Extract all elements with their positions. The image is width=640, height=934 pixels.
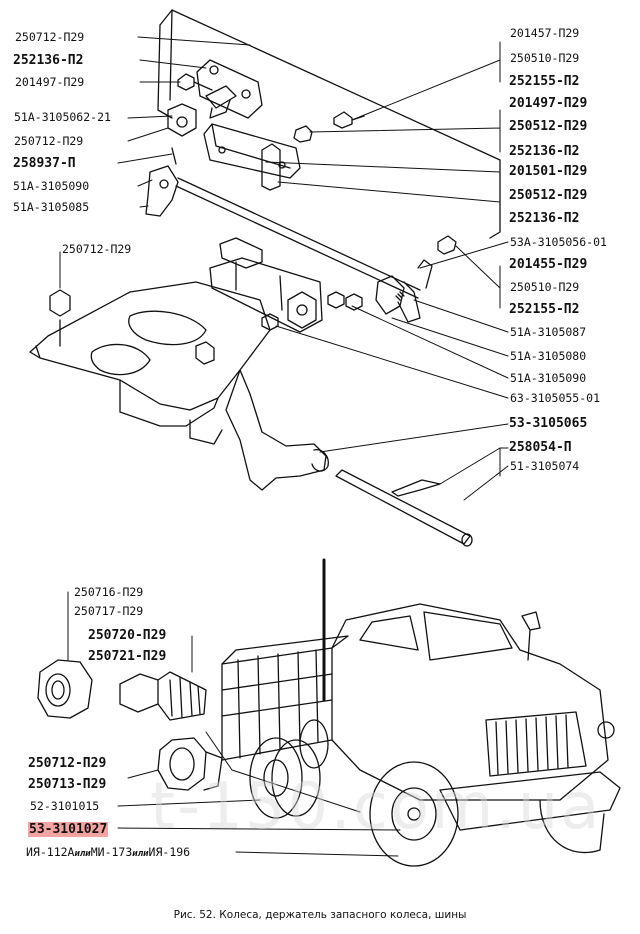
part-label-250512-p29[interactable]: 250512-П29 <box>509 119 588 134</box>
part-label-250510-p29[interactable]: 250510-П29 <box>510 51 580 65</box>
nut-small-1 <box>327 291 345 309</box>
wheel-nut-small <box>157 737 223 791</box>
part-label-201497-p29[interactable]: 201497-П29 <box>15 75 85 89</box>
part-label-250712-p29[interactable]: 250712-П29 <box>28 756 107 771</box>
part-label-258054-p[interactable]: 258054-П <box>509 440 572 455</box>
part-label-252155-p2[interactable]: 252155-П2 <box>509 74 580 89</box>
truck-illustration <box>221 603 621 867</box>
part-label-51a-3105080[interactable]: 51А-3105080 <box>510 349 587 363</box>
part-label-201457-p29[interactable]: 201457-П29 <box>510 26 580 40</box>
cradle-plate <box>29 281 271 445</box>
wheel-stud-bolt <box>119 671 207 721</box>
tire-label-ia-196[interactable]: ИЯ-196 <box>148 845 191 859</box>
part-label-52-3101015[interactable]: 52-3101015 <box>30 799 100 813</box>
nut-small-2 <box>261 313 279 331</box>
part-label-51a-3105090[interactable]: 51А-3105090 <box>510 371 587 385</box>
part-label-252155-p2[interactable]: 252155-П2 <box>509 302 580 317</box>
leader-lines <box>59 36 509 857</box>
part-label-51a-3105062-21[interactable]: 51А-3105062-21 <box>14 110 111 124</box>
part-label-250712-p29[interactable]: 250712-П29 <box>15 30 85 44</box>
tire-options: ИЯ-112АилиМИ-173илиИЯ-196 <box>26 846 190 861</box>
tire-label-ia-112a[interactable]: ИЯ-112А <box>26 845 75 859</box>
part-label-250712-p29[interactable]: 250712-П29 <box>14 134 84 148</box>
part-label-51a-3105090[interactable]: 51А-3105090 <box>13 179 90 193</box>
axle-pin <box>335 469 473 547</box>
part-label-250510-p29[interactable]: 250510-П29 <box>510 280 580 294</box>
frame-panel <box>157 9 501 239</box>
bent-arm <box>225 369 329 491</box>
part-label-258937-p[interactable]: 258937-П <box>13 156 76 171</box>
middle-bracket <box>203 123 301 191</box>
bolt-right-3 <box>437 235 457 255</box>
part-label-51a-3105085[interactable]: 51А-3105085 <box>13 200 90 214</box>
part-label-63-3105055-01[interactable]: 63-3105055-01 <box>510 391 601 405</box>
part-label-51-3105074[interactable]: 51-3105074 <box>510 459 580 473</box>
part-label-250716-p29[interactable]: 250716-П29 <box>74 585 144 599</box>
stud-nut-left <box>49 289 71 347</box>
watermark: t-150.com.ua <box>150 770 602 844</box>
part-label-53a-3105056-01[interactable]: 53А-3105056-01 <box>510 235 607 249</box>
stud-with-nut <box>205 85 237 119</box>
part-label-252136-p2[interactable]: 252136-П2 <box>509 211 580 226</box>
part-label-250713-p29[interactable]: 250713-П29 <box>28 777 107 792</box>
left-lever <box>145 165 179 217</box>
part-label-252136-p2[interactable]: 252136-П2 <box>509 144 580 159</box>
cotter-pin <box>171 147 177 165</box>
part-label-201497-p29[interactable]: 201497-П29 <box>509 96 588 111</box>
part-label-250721-p29[interactable]: 250721-П29 <box>88 649 167 664</box>
part-label-250720-p29[interactable]: 250720-П29 <box>88 628 167 643</box>
wheel-nut-large <box>37 659 93 719</box>
or-word: или <box>132 849 149 859</box>
part-label-51a-3105087[interactable]: 51А-3105087 <box>510 325 587 339</box>
part-label-201501-p29[interactable]: 201501-П29 <box>509 164 588 179</box>
figure-caption: Рис. 52. Колеса, держатель запасного кол… <box>173 909 467 921</box>
hex-nut-left <box>167 103 197 137</box>
part-label-250712-p29[interactable]: 250712-П29 <box>62 242 132 256</box>
right-hinge-with-spring <box>375 259 433 323</box>
bolt-right-1 <box>333 111 365 129</box>
upper-bracket-plate <box>196 59 263 119</box>
split-pin <box>391 479 441 497</box>
nut-small-3 <box>345 293 363 311</box>
highlighted-part-number: 53-3101027 <box>28 822 109 837</box>
part-label-250512-p29[interactable]: 250512-П29 <box>509 188 588 203</box>
stud-nut-right <box>195 341 215 365</box>
part-label-252136-p2[interactable]: 252136-П2 <box>13 53 84 68</box>
central-bracket <box>209 237 323 333</box>
part-label-201455-p29[interactable]: 201455-П29 <box>509 257 588 272</box>
bolt-right-2 <box>293 125 313 143</box>
part-label-250717-p29[interactable]: 250717-П29 <box>74 604 144 618</box>
or-word: или <box>74 849 91 859</box>
tire-label-mi-173[interactable]: МИ-173 <box>90 845 133 859</box>
part-label-53-3101027[interactable]: 53-3101027 <box>28 822 109 837</box>
bolt-top <box>177 73 213 91</box>
long-shaft <box>175 177 421 299</box>
part-label-53-3105065[interactable]: 53-3105065 <box>509 416 588 431</box>
